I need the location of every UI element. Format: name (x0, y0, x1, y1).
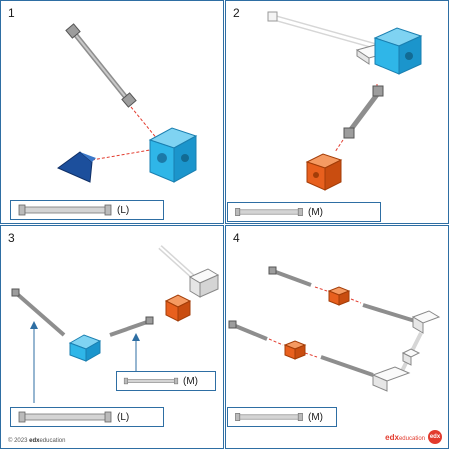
medium-rod (343, 85, 384, 139)
insertion-guide (268, 338, 284, 346)
part-legend: (M) (227, 202, 381, 222)
insertion-guide (314, 286, 328, 292)
step-4-illustration (228, 266, 441, 392)
blue-block (68, 334, 102, 362)
step-2-illustration (267, 11, 423, 191)
step-panel-2: 2 ( (225, 0, 449, 224)
part-size-label: (M) (308, 206, 323, 218)
part-legend: (L) (10, 407, 164, 427)
step-3-illustration (11, 245, 220, 403)
rod-icon (234, 407, 304, 427)
orange-block (327, 286, 351, 306)
part-legend: (L) (10, 200, 164, 220)
rod (362, 303, 416, 323)
step-number: 2 (233, 6, 240, 20)
part-legend: (M) (227, 407, 337, 427)
step-panel-1: 1 (L) (0, 0, 224, 224)
orange-block (283, 340, 307, 360)
insertion-guide (130, 106, 159, 141)
long-rod (65, 23, 137, 108)
rod-icon (17, 200, 113, 220)
orange-block (164, 294, 192, 322)
brand-logo: edxeducation edx (385, 430, 442, 444)
copyright-notice: © 2023 edxeducation (8, 438, 66, 444)
part-size-label: (L) (117, 411, 130, 423)
insertion-guide (334, 139, 344, 153)
medium-rod (109, 316, 154, 337)
white-connector (188, 268, 220, 298)
step-number: 3 (8, 231, 15, 245)
white-rod (267, 11, 376, 49)
blue-block (148, 127, 198, 183)
dark-blue-wedge (57, 151, 96, 183)
orange-block (305, 153, 343, 191)
medium-rod (268, 266, 312, 287)
rod-icon (17, 407, 113, 427)
step-number: 4 (233, 231, 240, 245)
brand-wordmark: edxeducation (385, 432, 425, 442)
part-size-label: (M) (308, 411, 323, 423)
insertion-guide (91, 149, 151, 161)
blue-block (373, 27, 423, 75)
callout-legend: (M) (116, 371, 216, 391)
insertion-guide (350, 298, 362, 304)
step-panel-4: 4 (225, 225, 449, 449)
long-rod (11, 288, 66, 337)
rod (320, 355, 374, 377)
step-1-illustration (57, 23, 198, 183)
white-connector (411, 310, 441, 334)
rod-icon (123, 371, 179, 391)
step-panel-3: 3 (0, 225, 224, 449)
insertion-guide (304, 352, 318, 358)
white-connector (371, 348, 421, 392)
rod-icon (234, 202, 304, 222)
part-size-label: (L) (117, 204, 130, 216)
part-size-label: (M) (183, 375, 198, 387)
step-number: 1 (8, 6, 15, 20)
brand-badge-icon: edx (428, 430, 442, 444)
medium-rod (228, 320, 268, 341)
